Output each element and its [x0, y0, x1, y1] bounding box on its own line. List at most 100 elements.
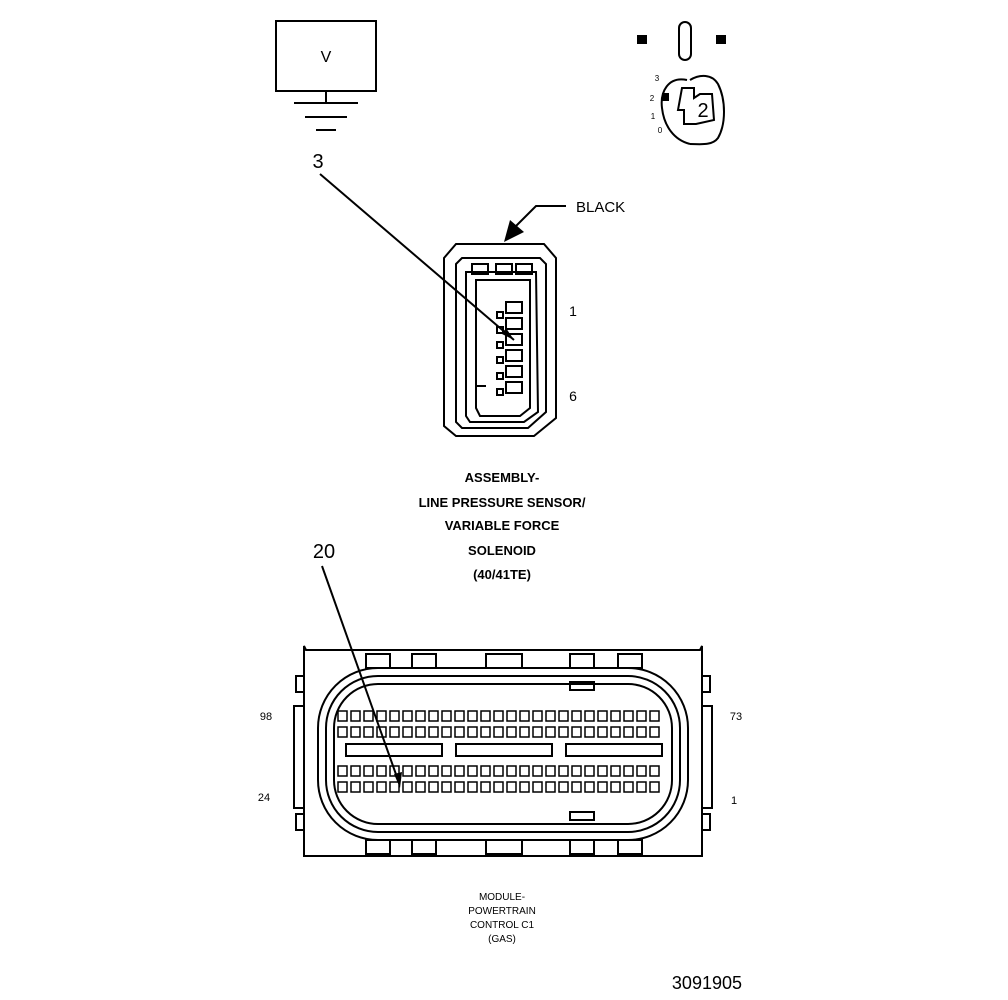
pcm-pin-cavity	[480, 726, 491, 738]
callout-3-label: 3	[312, 151, 323, 173]
pcm-pin-cavity	[441, 765, 452, 777]
pcm-pin-cavity	[350, 781, 361, 793]
sensor-pin-1-label: 1	[569, 303, 577, 319]
pcm-pin-cavity	[623, 726, 634, 738]
pcm-pin-grid	[337, 710, 660, 793]
pcm-pin-cavity	[454, 726, 465, 738]
pcm-pin-cavity	[519, 781, 530, 793]
pcm-pin-cavity	[584, 765, 595, 777]
pcm-pin-cavity	[389, 726, 400, 738]
pcm-pin-cavity	[337, 726, 348, 738]
pcm-pin-cavity	[597, 726, 608, 738]
pcm-pin-cavity	[649, 726, 660, 738]
pcm-pin-cavity	[480, 765, 491, 777]
sensor-connector	[443, 243, 557, 437]
figure-number: 3091905	[672, 973, 742, 993]
callout-3-leader	[319, 173, 515, 341]
pcm-pin-cavity	[363, 765, 374, 777]
pcm-pin-cavity	[415, 710, 426, 722]
pcm-pin-cavity	[454, 710, 465, 722]
sensor-pin-6-label: 6	[569, 388, 577, 404]
pcm-pin-cavity	[428, 710, 439, 722]
pcm-pin-cavity	[493, 765, 504, 777]
pcm-pin-cavity	[519, 710, 530, 722]
pcm-pin-cavity	[532, 781, 543, 793]
pcm-pin-cavity	[493, 710, 504, 722]
connector-color-label: BLACK	[576, 199, 625, 216]
pcm-pin-cavity	[389, 765, 400, 777]
pcm-title-line: POWERTRAIN	[468, 906, 536, 917]
pcm-pin-cavity	[363, 710, 374, 722]
pcm-pin-cavity	[493, 726, 504, 738]
pcm-pin-cavity	[571, 765, 582, 777]
pcm-pin-cavity	[402, 710, 413, 722]
sensor-title-line: SOLENOID	[468, 543, 536, 558]
pcm-pin-73-label: 73	[730, 711, 742, 723]
pcm-pin-cavity	[571, 781, 582, 793]
pcm-pin-cavity	[506, 726, 517, 738]
pcm-pin-cavity	[376, 726, 387, 738]
ignition-position-1: 1	[651, 112, 656, 121]
pcm-title-line: MODULE-	[479, 892, 525, 903]
ignition-position-3: 3	[655, 74, 660, 83]
pcm-pin-cavity	[597, 765, 608, 777]
ignition-selected-position: 2	[697, 100, 708, 122]
pcm-pin-cavity	[467, 765, 478, 777]
pcm-pin-cavity	[545, 781, 556, 793]
sensor-title-line: VARIABLE FORCE	[445, 518, 560, 533]
black-label-leader	[504, 205, 566, 242]
pcm-title-line: (GAS)	[488, 934, 516, 945]
pcm-pin-cavity	[623, 765, 634, 777]
pcm-pin-cavity	[389, 710, 400, 722]
pcm-pin-cavity	[649, 710, 660, 722]
pcm-pin-cavity	[532, 726, 543, 738]
ignition-position-2: 2	[650, 94, 655, 103]
pcm-pin-cavity	[610, 765, 621, 777]
sensor-connector-title: ASSEMBLY- LINE PRESSURE SENSOR/ VARIABLE…	[419, 470, 586, 582]
sensor-title-line: (40/41TE)	[473, 567, 531, 582]
pcm-pin-cavity	[558, 710, 569, 722]
pcm-pin-cavity	[428, 765, 439, 777]
pcm-pin-cavity	[441, 710, 452, 722]
voltmeter-symbol: V	[321, 49, 332, 66]
pcm-pin-cavity	[337, 710, 348, 722]
pcm-pin-cavity	[532, 710, 543, 722]
pcm-pin-cavity	[636, 781, 647, 793]
pcm-pin-cavity	[415, 781, 426, 793]
pcm-pin-cavity	[402, 781, 413, 793]
pcm-pin-cavity	[350, 710, 361, 722]
pcm-pin-cavity	[571, 710, 582, 722]
pcm-pin-cavity	[623, 710, 634, 722]
pcm-pin-cavity	[558, 781, 569, 793]
pcm-pin-cavity	[467, 710, 478, 722]
pcm-pin-98-label: 98	[260, 711, 272, 723]
pcm-pin-cavity	[532, 765, 543, 777]
pcm-pin-cavity	[376, 765, 387, 777]
pcm-pin-cavity	[584, 781, 595, 793]
pcm-pin-cavity	[558, 765, 569, 777]
pcm-pin-cavity	[597, 710, 608, 722]
pcm-pin-cavity	[376, 781, 387, 793]
pcm-pin-cavity	[402, 765, 413, 777]
pcm-pin-cavity	[402, 726, 413, 738]
pcm-pin-cavity	[337, 765, 348, 777]
ignition-switch-icon	[637, 21, 726, 146]
pcm-pin-cavity	[584, 726, 595, 738]
pcm-pin-cavity	[545, 726, 556, 738]
pcm-pin-cavity	[558, 726, 569, 738]
pcm-pin-cavity	[610, 710, 621, 722]
sensor-title-line: ASSEMBLY-	[465, 470, 540, 485]
pcm-pin-cavity	[337, 781, 348, 793]
pcm-pin-cavity	[636, 710, 647, 722]
pcm-pin-cavity	[597, 781, 608, 793]
pcm-pin-cavity	[506, 781, 517, 793]
pcm-pin-cavity	[415, 726, 426, 738]
pcm-pin-cavity	[467, 726, 478, 738]
pcm-pin-cavity	[363, 726, 374, 738]
pcm-pin-cavity	[545, 710, 556, 722]
voltmeter-icon	[275, 20, 377, 131]
pcm-pin-cavity	[623, 781, 634, 793]
pcm-pin-cavity	[649, 765, 660, 777]
pcm-pin-cavity	[571, 726, 582, 738]
